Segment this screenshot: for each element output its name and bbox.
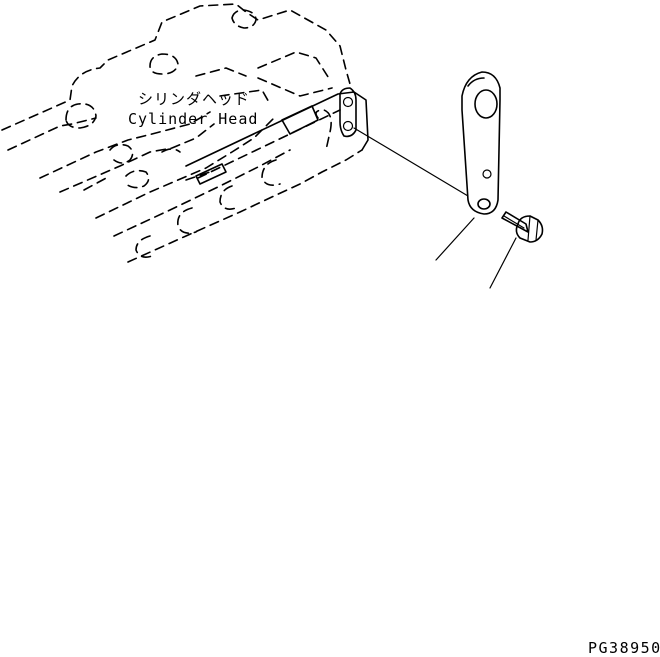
bolt — [501, 211, 544, 243]
lifting-bracket — [461, 71, 501, 215]
cylinder-head-label-jp: シリンダヘッド — [138, 90, 250, 108]
bracket-callout-line — [435, 217, 475, 261]
cylinder-head-label-en: Cylinder Head — [128, 110, 258, 128]
drawing-code: PG38950 — [588, 639, 660, 657]
assembly-leader-line — [353, 127, 469, 197]
cylinder-head — [1, 3, 369, 263]
bolt-callout-line — [489, 237, 517, 289]
